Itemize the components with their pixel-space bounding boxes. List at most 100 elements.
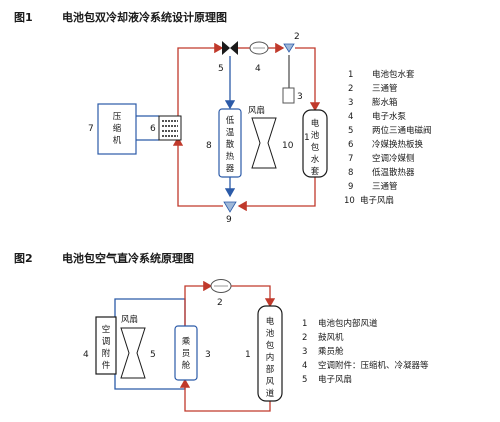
- fig2-marker-4: 4: [83, 350, 89, 360]
- svg-text:鼓风机: 鼓风机: [318, 332, 344, 343]
- svg-text:5: 5: [348, 126, 353, 136]
- svg-text:空调冷媒侧: 空调冷媒侧: [372, 153, 415, 164]
- marker-9: 9: [226, 215, 232, 225]
- fan-icon: [251, 117, 277, 169]
- tee-pipe-9-icon: [223, 201, 237, 213]
- svg-text:舱: 舱: [182, 360, 191, 371]
- radiator-label: 低 温 散 热 器: [226, 115, 235, 174]
- svg-text:三通管: 三通管: [372, 181, 398, 192]
- svg-text:6: 6: [348, 140, 353, 150]
- svg-text:内: 内: [266, 352, 275, 363]
- svg-text:电子风扇: 电子风扇: [360, 195, 394, 206]
- svg-text:包: 包: [311, 142, 320, 153]
- fig2-fan-label: 风扇: [121, 314, 138, 325]
- svg-text:电池包水套: 电池包水套: [372, 69, 415, 80]
- fig2-legend: 1 电池包内部风道 2 鼓风机 3 乘员舱 4 空调附件：压缩机、冷凝器等 5 电子风扇: [302, 318, 429, 385]
- svg-text:水: 水: [311, 154, 320, 165]
- fig2-marker-5: 5: [150, 350, 156, 360]
- fig2-marker-3: 3: [205, 350, 211, 360]
- svg-text:乘员舱: 乘员舱: [318, 346, 344, 357]
- fig1-title-num: 图1: [14, 11, 33, 24]
- svg-text:风: 风: [266, 377, 275, 387]
- svg-text:两位三通电磁阀: 两位三通电磁阀: [372, 125, 432, 136]
- svg-text:2: 2: [348, 84, 353, 94]
- svg-text:三通管: 三通管: [372, 83, 398, 94]
- svg-text:7: 7: [348, 154, 353, 164]
- svg-text:件: 件: [102, 360, 111, 371]
- svg-text:膨水箱: 膨水箱: [372, 97, 398, 108]
- svg-text:乘: 乘: [182, 336, 191, 347]
- svg-text:员: 员: [182, 349, 191, 359]
- svg-text:5: 5: [302, 375, 307, 385]
- ac-accessory-label: 空 调 附 件: [102, 324, 111, 371]
- marker-5: 5: [218, 64, 224, 74]
- svg-text:缩: 缩: [113, 123, 122, 134]
- fig2-pipes: [114, 280, 276, 412]
- svg-text:温: 温: [226, 127, 235, 138]
- svg-text:电子风扇: 电子风扇: [318, 374, 352, 385]
- svg-text:3: 3: [302, 347, 307, 357]
- ac-accessory-box: [95, 316, 117, 375]
- fig1-pipes: [136, 42, 321, 212]
- expansion-tank: [282, 87, 295, 104]
- heat-exchanger-icon: [158, 115, 182, 141]
- compressor-box: [97, 103, 137, 155]
- fan-2-icon: [120, 327, 146, 379]
- svg-text:空调附件：压缩机、冷凝器等: 空调附件：压缩机、冷凝器等: [318, 360, 429, 371]
- svg-text:10: 10: [344, 196, 355, 206]
- svg-text:1: 1: [302, 319, 307, 329]
- svg-text:部: 部: [266, 364, 275, 375]
- svg-text:4: 4: [302, 361, 307, 371]
- marker-10: 10: [282, 141, 294, 151]
- marker-4: 4: [255, 64, 261, 74]
- battery-jacket-box: [302, 109, 328, 178]
- svg-text:附: 附: [102, 348, 111, 359]
- svg-text:9: 9: [348, 182, 353, 192]
- marker-2: 2: [294, 32, 300, 42]
- marker-7: 7: [88, 124, 94, 134]
- tee-pipe-icon: [283, 43, 295, 53]
- svg-text:器: 器: [226, 164, 235, 174]
- battery-jacket-label: 电 池 包 水 套: [311, 118, 320, 177]
- svg-text:池: 池: [311, 130, 320, 141]
- svg-text:调: 调: [102, 337, 111, 347]
- fig1-title: 电池包双冷却液冷系统设计原理图: [62, 10, 227, 24]
- svg-text:压: 压: [113, 112, 122, 122]
- svg-text:电: 电: [311, 118, 320, 129]
- svg-text:1: 1: [348, 70, 353, 80]
- svg-text:电池包内部风道: 电池包内部风道: [318, 318, 378, 329]
- blower-icon: [210, 279, 232, 293]
- marker-8: 8: [206, 141, 212, 151]
- svg-text:池: 池: [266, 328, 275, 339]
- fig2-title-num: 图2: [14, 252, 33, 265]
- marker-1: 1: [304, 133, 310, 143]
- svg-text:电: 电: [266, 316, 275, 327]
- svg-text:低: 低: [226, 115, 235, 126]
- fig2-marker-2: 2: [217, 298, 223, 308]
- svg-text:散: 散: [226, 139, 235, 150]
- cabin-box: [174, 325, 198, 381]
- svg-text:2: 2: [302, 333, 307, 343]
- marker-3: 3: [297, 92, 303, 102]
- svg-text:8: 8: [348, 168, 353, 178]
- svg-text:套: 套: [311, 166, 320, 177]
- water-pump-icon: [249, 41, 269, 55]
- cabin-label: 乘 员 舱: [182, 336, 191, 371]
- svg-text:低温散热器: 低温散热器: [372, 167, 415, 178]
- compressor-label: 压 缩 机: [113, 112, 122, 146]
- fig2-marker-1: 1: [245, 350, 251, 360]
- radiator-box: [218, 108, 242, 178]
- svg-text:道: 道: [266, 388, 275, 399]
- svg-text:包: 包: [266, 340, 275, 351]
- svg-text:3: 3: [348, 98, 353, 108]
- fig1-fan-label: 风扇: [248, 105, 265, 116]
- svg-text:机: 机: [113, 135, 122, 146]
- marker-6: 6: [150, 124, 156, 134]
- battery-duct-label: 电 池 包 内 部 风 道: [266, 316, 275, 399]
- battery-duct-box: [257, 305, 283, 402]
- svg-text:4: 4: [348, 112, 353, 122]
- svg-text:冷媒换热板换: 冷媒换热板换: [372, 139, 424, 150]
- fig2-title: 电池包空气直冷系统原理图: [62, 251, 194, 265]
